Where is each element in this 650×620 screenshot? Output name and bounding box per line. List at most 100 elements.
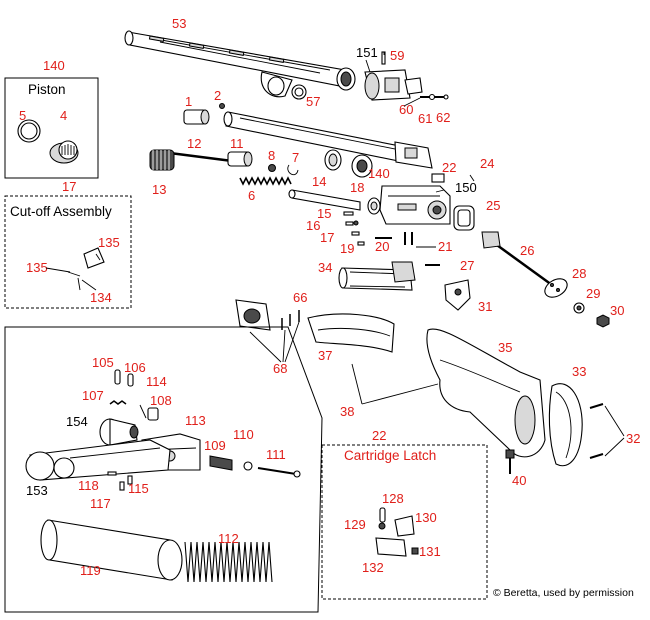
label-31: 31 (478, 299, 492, 314)
label-131: 131 (419, 544, 441, 559)
label-18: 18 (350, 180, 364, 195)
label-153: 153 (26, 483, 48, 498)
label-111: 111 (266, 447, 286, 462)
stock-part (426, 328, 546, 458)
label-119: 119 (80, 563, 101, 578)
spring-6-part (239, 176, 292, 186)
label-11: 11 (230, 136, 244, 151)
cartridge-latch-box-title: Cartridge Latch (344, 448, 436, 463)
part-8 (268, 164, 276, 172)
label-110: 110 (233, 427, 254, 442)
label-32: 32 (626, 431, 640, 446)
label-128: 128 (382, 491, 404, 506)
label-6: 6 (248, 188, 255, 203)
label-53: 53 (172, 16, 186, 31)
label-40: 40 (512, 473, 526, 488)
part-24 (469, 174, 475, 182)
label-17: 17 (320, 230, 334, 245)
magazine-cap-part (364, 69, 423, 101)
label-2: 2 (214, 88, 221, 103)
label-140: 140 (368, 166, 390, 181)
label-38: 38 (340, 404, 354, 419)
forend-part (307, 313, 395, 353)
cutoff-parts (67, 247, 105, 291)
rod-26-part (481, 231, 553, 287)
label-132: 132 (362, 560, 384, 575)
label-134: 134 (90, 290, 112, 305)
bolt-assembly-box (4, 326, 323, 613)
sling-swivel-part (235, 299, 271, 331)
label-25: 25 (486, 198, 500, 213)
label-150: 150 (455, 180, 477, 195)
label-22-box: 22 (372, 428, 386, 443)
rod-14-part (288, 189, 361, 211)
cartridge-latch-box (321, 444, 488, 600)
part-labels: 53 151 59 57 60 61 62 140 Piston 5 4 1 2… (10, 16, 640, 599)
copyright-credit: © Beretta, used by permission (493, 587, 634, 599)
label-59: 59 (390, 48, 404, 63)
leader-68 (249, 321, 300, 363)
label-27: 27 (460, 258, 474, 273)
label-1: 1 (185, 94, 192, 109)
cartridge-latch-parts (375, 507, 419, 557)
label-106: 106 (124, 360, 146, 375)
label-68: 68 (273, 361, 287, 376)
clip-7-part (287, 164, 299, 176)
label-113: 113 (185, 413, 206, 428)
label-154: 154 (66, 414, 88, 429)
label-30: 30 (610, 303, 624, 318)
label-22: 22 (442, 160, 456, 175)
pin-60-62-part (420, 93, 449, 101)
part-18 (367, 197, 381, 215)
label-114: 114 (146, 374, 167, 389)
label-109: 109 (204, 438, 226, 453)
label-12: 12 (187, 136, 201, 151)
screws-66-part (281, 310, 300, 330)
label-21: 21 (438, 239, 452, 254)
screws-32-part (589, 403, 625, 459)
label-37: 37 (318, 348, 332, 363)
label-29: 29 (586, 286, 600, 301)
label-135a: 135 (98, 235, 120, 250)
magazine-tube-part (223, 111, 433, 169)
label-61: 61 (418, 111, 432, 126)
bolt-40-part (505, 449, 515, 474)
label-135b: 135 (26, 260, 48, 275)
ball-2-part (219, 103, 225, 109)
label-66: 66 (293, 290, 307, 305)
small-pins-part (343, 211, 413, 246)
label-108: 108 (150, 393, 172, 408)
label-112: 112 (218, 531, 239, 546)
label-20: 20 (375, 239, 389, 254)
piston-box-title: Piston (28, 82, 66, 97)
label-19: 19 (340, 241, 354, 256)
label-5: 5 (19, 108, 26, 123)
label-16: 16 (306, 218, 320, 233)
cutoff-box-title: Cut-off Assembly (10, 204, 112, 219)
label-14: 14 (312, 174, 326, 189)
label-7: 7 (292, 150, 299, 165)
label-8: 8 (268, 148, 275, 163)
piston-140-part (324, 149, 373, 178)
pin-59-part (381, 51, 386, 65)
label-107: 107 (82, 388, 104, 403)
label-130: 130 (415, 510, 437, 525)
label-62: 62 (436, 110, 450, 125)
plate-28-part (544, 278, 568, 298)
hammer-31-part (444, 279, 471, 311)
trigger-group-part (338, 261, 416, 291)
leader-38b (361, 383, 439, 405)
recoil-pad-part (548, 383, 583, 467)
bolt-assembly-parts (25, 369, 301, 583)
label-17-box: 17 (62, 179, 76, 194)
label-15: 15 (317, 206, 331, 221)
label-118: 118 (78, 478, 99, 493)
label-24: 24 (480, 156, 494, 171)
label-13: 13 (152, 182, 166, 197)
barrel-part (124, 30, 356, 98)
piston-box-parts (17, 119, 79, 164)
rod-12-part (149, 149, 241, 171)
leader-38a (351, 363, 363, 405)
label-105: 105 (92, 355, 114, 370)
